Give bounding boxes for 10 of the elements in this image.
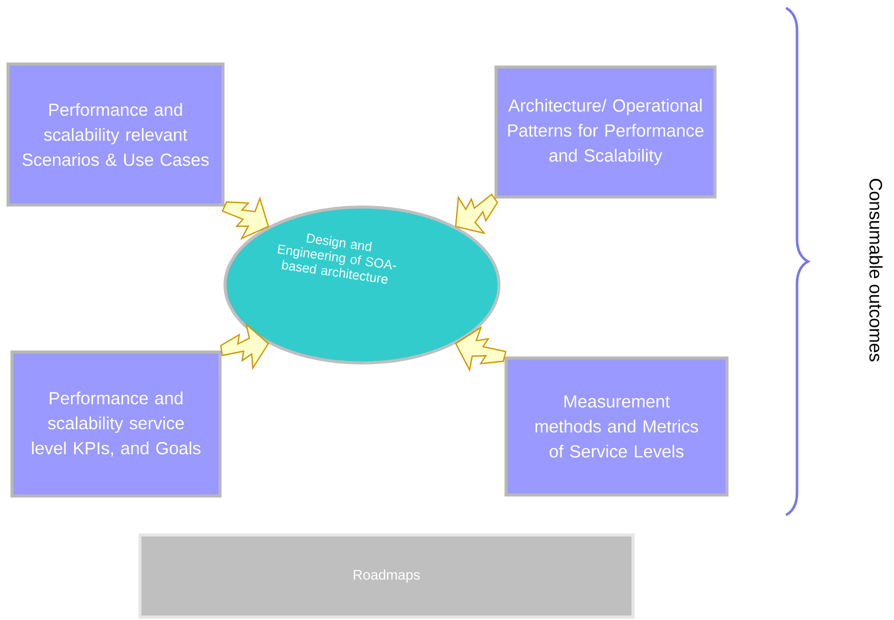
lightning-arrow xyxy=(220,322,270,370)
side-label: Consumable outcomes xyxy=(869,178,883,362)
lightning-arrow xyxy=(222,196,270,240)
lightning-arrow xyxy=(455,194,498,234)
outcome-box: Measurement methods and Metrics of Service Levels xyxy=(504,356,728,496)
outcome-box: Performance and scalability relevant Scenarios & Use Cases xyxy=(6,62,224,206)
roadmap-box: Roadmaps xyxy=(138,534,634,618)
outcome-box: Architecture/ Operational Patterns for Performance and Scalability xyxy=(494,66,716,198)
ellipse-node: Design and Engineering of SOA-based architecture xyxy=(224,206,500,364)
outcome-box: Performance and scalability service level KPIs, and Goals xyxy=(10,350,222,498)
